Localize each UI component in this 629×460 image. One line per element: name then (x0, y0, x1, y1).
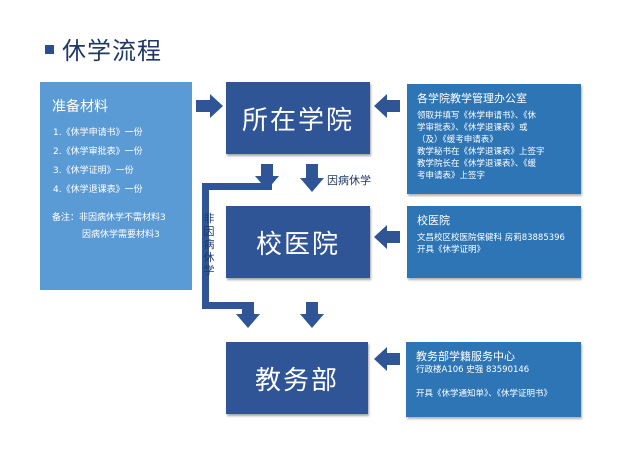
arrow-left-icon (374, 347, 400, 371)
bypass-connector (202, 183, 272, 309)
college-info-line: 领取并填写《休学申请书》、《休 (417, 111, 537, 121)
non-sick-char: 病 (203, 238, 215, 251)
hospital-info-box: 校医院 文昌校区校医院保健科 房莉83885396 开具《休学证明》 (407, 206, 581, 278)
academic-info-box: 教务部学籍服务中心 行政楼A106 史强 83590146 开具《休学通知单》、… (406, 342, 581, 417)
college-info-line: 教学秘书在《休学退课表》上签字 (417, 147, 545, 157)
hospital-info-line: 开具《休学证明》 (417, 245, 486, 255)
materials-box: 准备材料 1.《休学申请书》一份 2.《休学审批表》一份 3.《休学证明》一份 … (40, 82, 192, 290)
college-info-line: 考申请表》上签字 (417, 171, 486, 181)
hospital-info-heading: 校医院 (417, 214, 450, 227)
materials-item: 1.《休学申请书》一份 (53, 128, 143, 138)
arrow-down-icon (300, 302, 324, 328)
materials-item: 4.《休学退课表》一份 (53, 185, 143, 195)
non-sick-char: 因 (203, 225, 215, 238)
step-hospital-box: 校医院 (226, 206, 370, 278)
college-info-box: 各学院教学管理办公室 领取并填写《休学申请书》、《休 学审批表》、《休学退课表》… (407, 84, 581, 194)
materials-note: 备注：非因病休学不需材料3 (52, 213, 166, 223)
materials-item: 3.《休学证明》一份 (53, 166, 134, 176)
materials-note-continued: 因病休学需要材料3 (82, 230, 160, 240)
college-info-line: 教学院长在《休学退课表》、《缓 (417, 159, 537, 169)
non-sick-leave-label: 非 因 病 休 学 (203, 212, 215, 277)
college-info-line: （及）《缓考申请表》 (417, 135, 498, 145)
non-sick-char: 休 (203, 251, 215, 264)
materials-heading: 准备材料 (52, 99, 108, 115)
step-college-box: 所在学院 (226, 82, 370, 154)
page-title-group: 休学流程 (45, 31, 162, 66)
arrow-down-icon (255, 164, 279, 190)
college-info-heading: 各学院教学管理办公室 (417, 92, 527, 105)
academic-info-heading: 教务部学籍服务中心 (416, 350, 515, 363)
hospital-info-line: 文昌校区校医院保健科 房莉83885396 (417, 233, 565, 243)
sick-leave-label: 因病休学 (327, 174, 371, 187)
materials-item: 2.《休学审批表》一份 (53, 147, 143, 157)
academic-info-line: 开具《休学通知单》、《休学证明书》 (416, 389, 553, 399)
college-info-line: 学审批表》、《休学退课表》或 (417, 123, 528, 133)
arrow-left-icon (374, 94, 400, 118)
arrow-down-icon (236, 302, 260, 328)
arrow-left-icon (374, 225, 400, 249)
arrow-right-icon (196, 94, 223, 118)
non-sick-char: 非 (203, 212, 215, 225)
page-title: 休学流程 (62, 37, 162, 65)
step-academic-box: 教务部 (226, 342, 368, 414)
arrow-down-icon (300, 164, 324, 192)
title-bullet-icon (45, 45, 54, 54)
academic-info-line: 行政楼A106 史强 83590146 (416, 365, 530, 375)
non-sick-char: 学 (203, 264, 215, 277)
